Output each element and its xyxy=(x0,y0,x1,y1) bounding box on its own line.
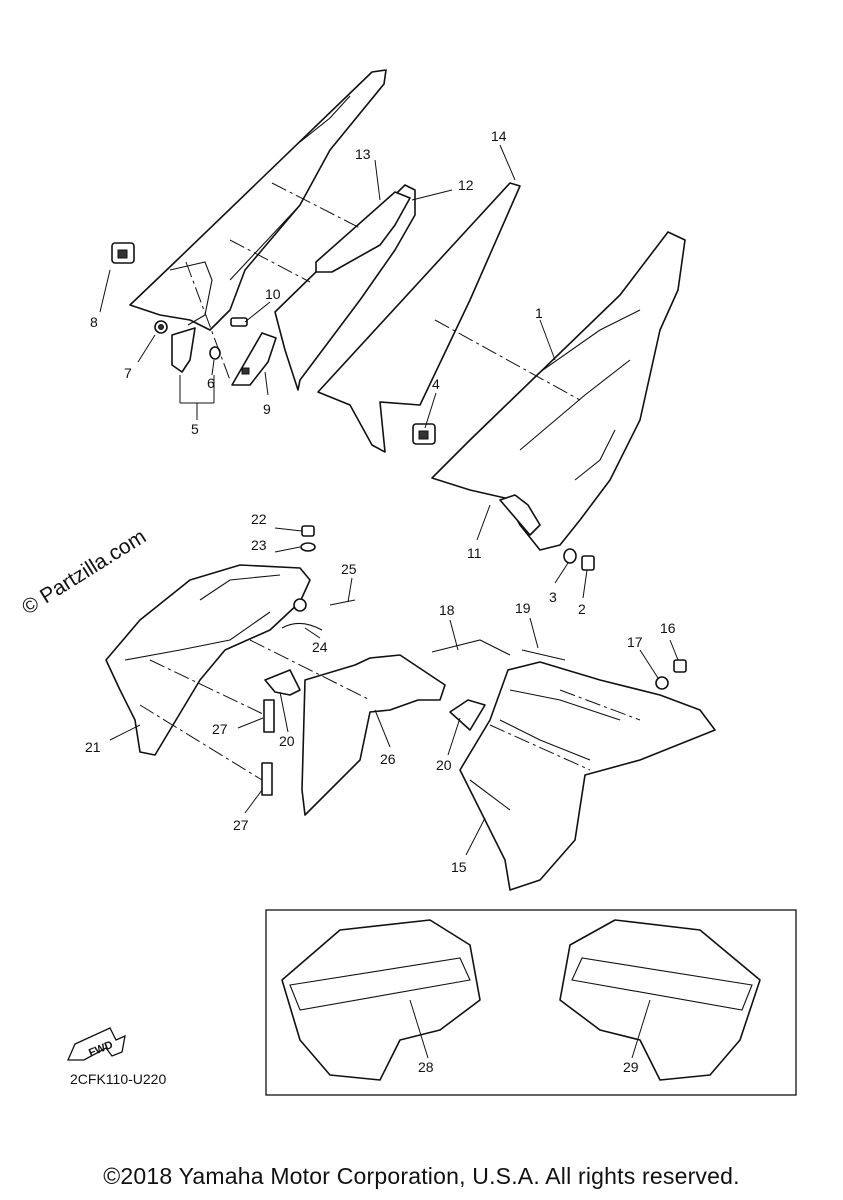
callout-11: 11 xyxy=(467,545,482,561)
cushion-20-left xyxy=(264,669,301,696)
callout-15: 15 xyxy=(451,859,467,875)
side-cover-panel-12 xyxy=(274,184,416,391)
callout-20b: 20 xyxy=(436,757,452,773)
callout-29: 29 xyxy=(623,1059,639,1075)
copyright-notice: ©2018 Yamaha Motor Corporation, U.S.A. A… xyxy=(103,1163,740,1189)
collar-6 xyxy=(209,346,221,360)
callout-23: 23 xyxy=(251,537,267,553)
callout-19: 19 xyxy=(515,600,531,616)
cushion-20-right xyxy=(449,699,486,731)
callout-14: 14 xyxy=(491,128,507,144)
callout-18: 18 xyxy=(439,602,455,618)
collar-17 xyxy=(655,676,669,690)
callout-5: 5 xyxy=(191,421,199,437)
air-scoop-15 xyxy=(459,661,716,891)
bolt-2 xyxy=(581,555,595,571)
label-27-upper xyxy=(263,699,275,733)
callout-7: 7 xyxy=(124,365,132,381)
callout-20a: 20 xyxy=(279,733,295,749)
side-cover-bracket-left xyxy=(129,69,387,373)
strip-18 xyxy=(431,639,511,656)
callout-1: 1 xyxy=(535,305,543,321)
callout-22: 22 xyxy=(251,511,267,527)
callout-3: 3 xyxy=(549,589,557,605)
washer-23 xyxy=(300,542,316,552)
callout-21: 21 xyxy=(85,739,101,755)
diagram-code: 2CFK110-U220 xyxy=(70,1071,167,1087)
label-27-lower xyxy=(261,762,273,796)
callout-25: 25 xyxy=(341,561,357,577)
graphics-inset-box xyxy=(265,909,797,1096)
callout-8: 8 xyxy=(90,314,98,330)
callout-24: 24 xyxy=(312,639,328,655)
callout-labels: 1 2 3 4 5 6 7 8 9 10 11 12 13 14 15 16 1… xyxy=(85,128,676,1075)
panel-26 xyxy=(301,654,446,816)
bolt-16 xyxy=(673,659,687,673)
callout-12: 12 xyxy=(458,177,474,193)
bracket-9 xyxy=(231,332,277,386)
bolt-10 xyxy=(230,317,248,327)
callout-27a: 27 xyxy=(212,721,228,737)
callout-17: 17 xyxy=(627,634,643,650)
callout-2: 2 xyxy=(578,601,586,617)
fwd-arrow-icon: FWD xyxy=(67,1027,126,1061)
clip-nut-8 xyxy=(111,242,135,264)
callout-28: 28 xyxy=(418,1059,434,1075)
callout-9: 9 xyxy=(263,401,271,417)
leader-lines xyxy=(99,144,679,1059)
washer-3 xyxy=(563,548,577,564)
strip-19 xyxy=(521,649,566,661)
callout-10: 10 xyxy=(265,286,281,302)
callout-26: 26 xyxy=(380,751,396,767)
callout-16: 16 xyxy=(660,620,676,636)
bolt-7 xyxy=(154,320,168,334)
bolt-22 xyxy=(301,525,315,537)
callout-6: 6 xyxy=(207,375,215,391)
callout-4: 4 xyxy=(432,376,440,392)
callout-27b: 27 xyxy=(233,817,249,833)
callout-13: 13 xyxy=(355,146,371,162)
side-cover-1 xyxy=(431,231,686,551)
air-scoop-21 xyxy=(105,564,311,756)
assembly-lines xyxy=(139,182,641,781)
clip-nut-4 xyxy=(412,423,436,445)
strip-25 xyxy=(329,599,356,606)
side-panel-14 xyxy=(317,182,521,453)
strip-24 xyxy=(281,622,323,631)
